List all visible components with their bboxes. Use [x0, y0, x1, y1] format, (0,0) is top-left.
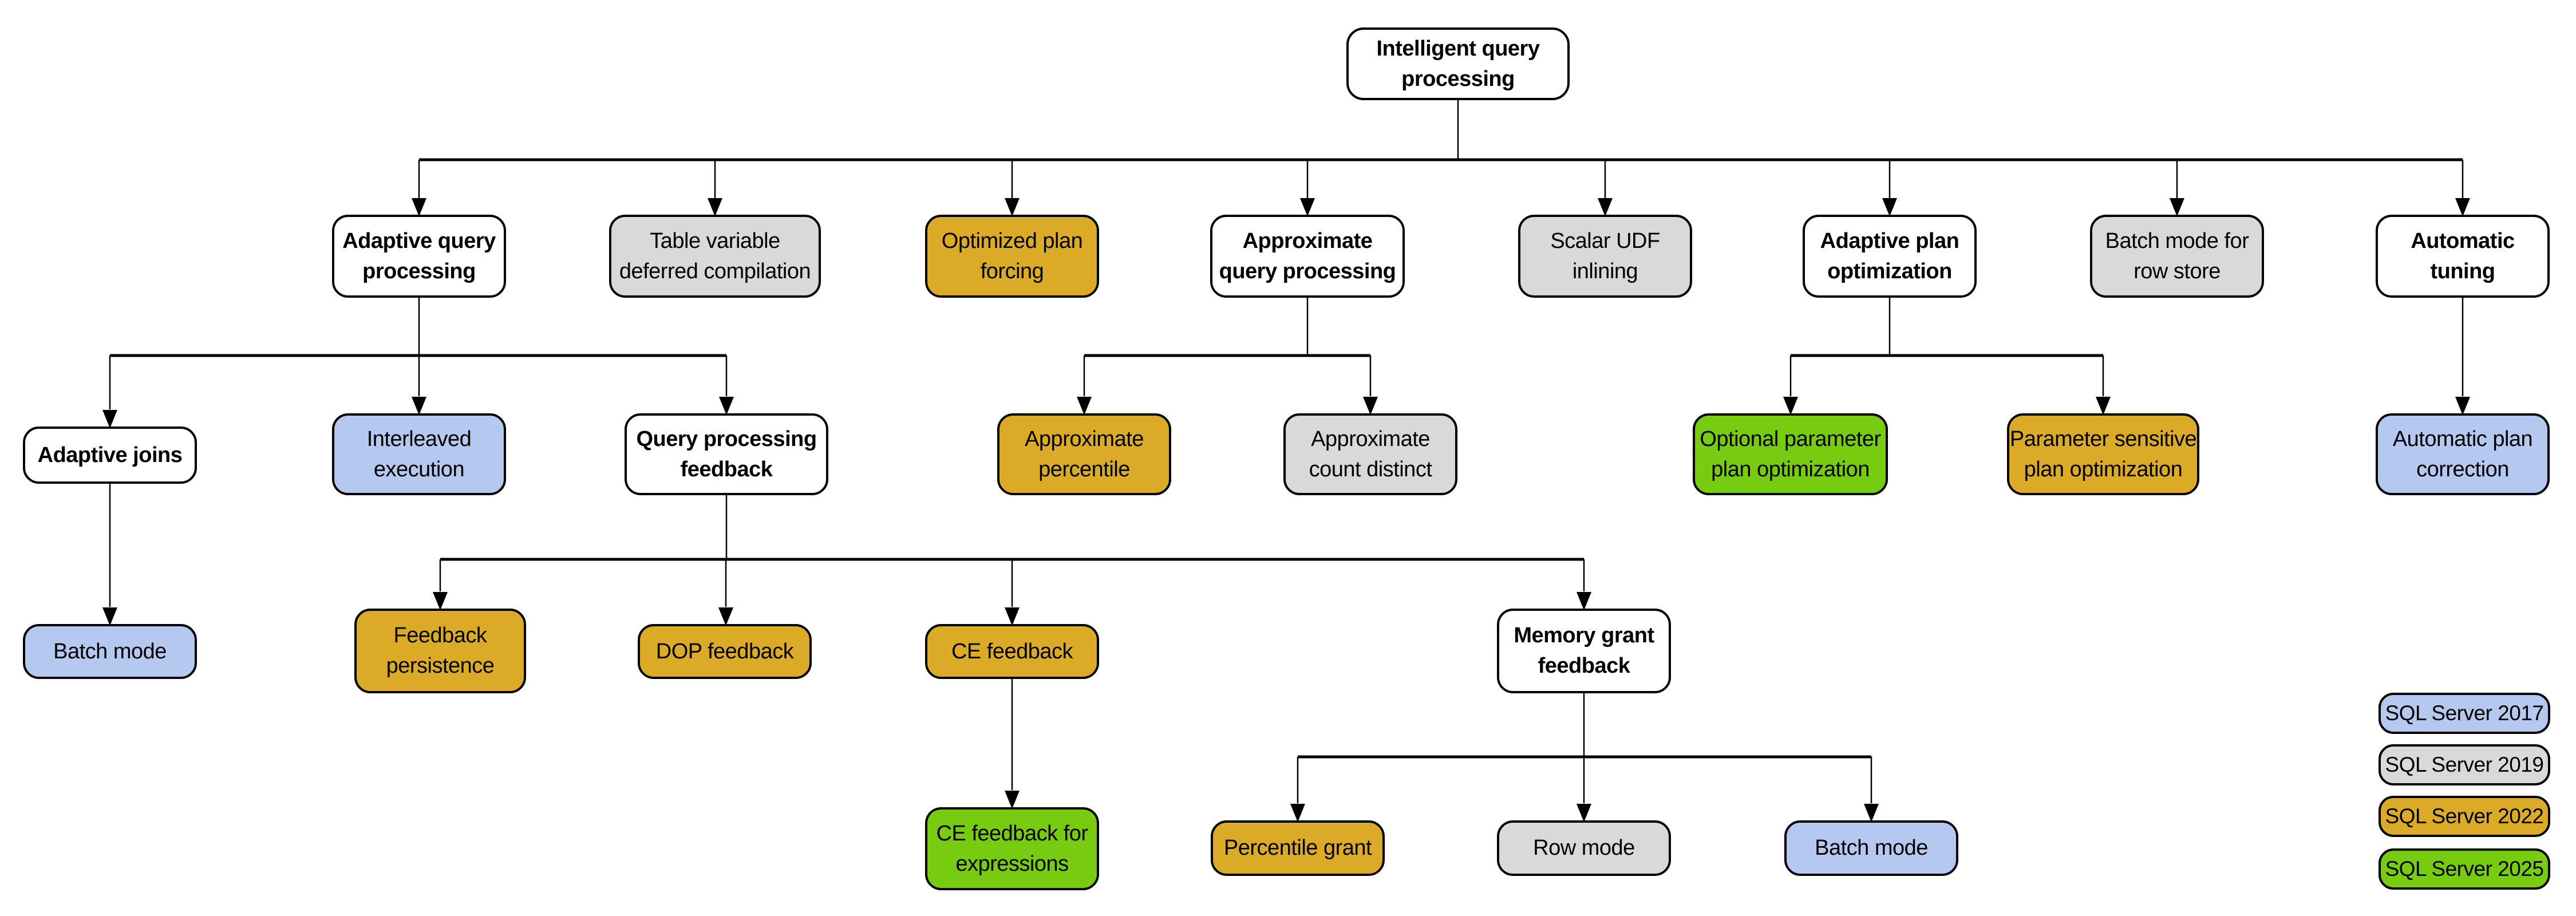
node-ce-feedback: CE feedback	[925, 624, 1099, 679]
node-approximate-percentile: Approximate percentile	[997, 413, 1171, 495]
node-automatic-tuning: Automatic tuning	[2376, 215, 2550, 298]
node-optional-parameter-plan-optimization: Optional parameter plan optimization	[1693, 413, 1888, 495]
node-approximate-query-processing: Approximate query processing	[1210, 215, 1405, 298]
node-dop-feedback: DOP feedback	[638, 624, 812, 679]
node-batch-mode-memory-grant: Batch mode	[1784, 820, 1958, 876]
node-batch-mode-for-row-store: Batch mode for row store	[2090, 215, 2264, 298]
legend-item-sql-server-2025: SQL Server 2025	[2379, 848, 2550, 890]
node-parameter-sensitive-plan-optimization: Parameter sensitive plan optimization	[2007, 413, 2199, 495]
node-feedback-persistence: Feedback persistence	[354, 609, 526, 693]
node-optimized-plan-forcing: Optimized plan forcing	[925, 215, 1099, 298]
node-adaptive-plan-optimization: Adaptive plan optimization	[1803, 215, 1977, 298]
legend-item-sql-server-2019: SQL Server 2019	[2379, 744, 2550, 785]
node-ce-feedback-for-expressions: CE feedback for expressions	[925, 807, 1099, 890]
node-scalar-udf-inlining: Scalar UDF inlining	[1518, 215, 1692, 298]
node-adaptive-joins: Adaptive joins	[23, 427, 197, 484]
node-percentile-grant: Percentile grant	[1211, 820, 1385, 876]
node-approximate-count-distinct: Approximate count distinct	[1283, 413, 1457, 495]
node-batch-mode-adaptive-joins: Batch mode	[23, 624, 197, 679]
node-row-mode: Row mode	[1497, 820, 1671, 876]
node-interleaved-execution: Interleaved execution	[332, 413, 506, 495]
node-table-variable-deferred-compilation: Table variable deferred compilation	[609, 215, 821, 298]
node-intelligent-query-processing: Intelligent query processing	[1346, 27, 1570, 100]
node-memory-grant-feedback: Memory grant feedback	[1497, 609, 1671, 693]
legend-item-sql-server-2017: SQL Server 2017	[2379, 693, 2550, 734]
legend-item-sql-server-2022: SQL Server 2022	[2379, 796, 2550, 837]
node-query-processing-feedback: Query processing feedback	[625, 413, 828, 495]
node-automatic-plan-correction: Automatic plan correction	[2376, 413, 2550, 495]
node-adaptive-query-processing: Adaptive query processing	[332, 215, 506, 298]
